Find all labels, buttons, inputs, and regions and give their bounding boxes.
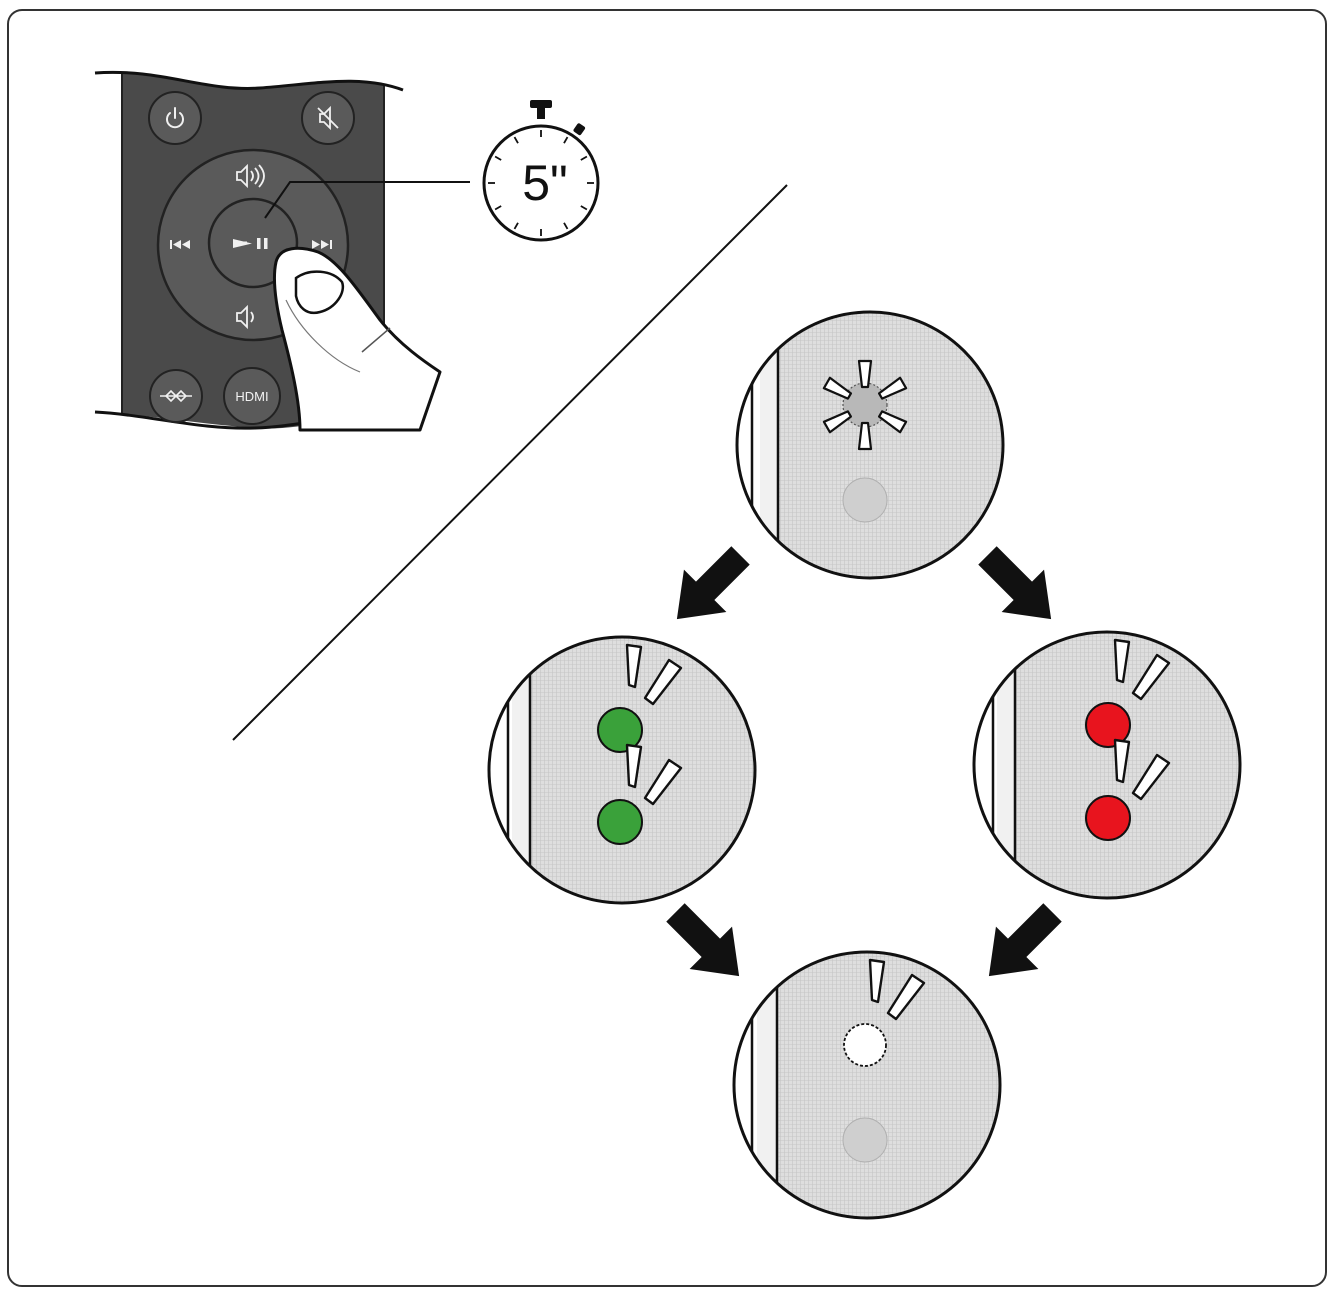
led-state-final <box>732 950 1002 1220</box>
mute-button[interactable] <box>301 91 355 145</box>
next-track-button[interactable] <box>312 240 332 249</box>
play-pause-icon <box>233 238 268 249</box>
divider-line <box>232 184 788 741</box>
top-led-red <box>1085 702 1131 748</box>
top-led-green <box>597 707 643 753</box>
timer-label: 5" <box>522 155 568 211</box>
top-led-blinking <box>842 382 888 428</box>
stopwatch-tick <box>563 136 569 144</box>
volume-up-icon <box>236 163 265 189</box>
previous-track-button[interactable] <box>170 240 190 249</box>
led-state-initial <box>735 310 1005 580</box>
stopwatch-icon <box>482 100 600 242</box>
stopwatch-tick <box>563 222 569 230</box>
remote-control: HDMI <box>94 70 470 432</box>
stopwatch-tick <box>580 155 588 161</box>
skip-forward-icon <box>312 240 332 249</box>
power-button[interactable] <box>148 91 202 145</box>
hdmi-button[interactable]: HDMI <box>223 367 281 425</box>
stopwatch-tick <box>580 205 588 211</box>
top-led-blinking-off <box>843 1023 887 1067</box>
led-state-failure <box>972 630 1242 900</box>
optical-input-button[interactable] <box>149 369 203 423</box>
bottom-led-off <box>842 477 888 523</box>
finger-pressing <box>272 246 442 432</box>
volume-down-icon <box>236 304 254 330</box>
leader-line <box>264 181 470 219</box>
stopwatch-tick <box>494 155 502 161</box>
speaker-mute-icon <box>317 105 339 131</box>
optical-icon <box>160 389 192 403</box>
stopwatch-tick <box>494 205 502 211</box>
bottom-led-off <box>842 1117 888 1163</box>
volume-down-button[interactable] <box>236 304 254 330</box>
skip-back-icon <box>170 240 190 249</box>
volume-up-button[interactable] <box>236 163 265 189</box>
bottom-led-green <box>597 799 643 845</box>
stopwatch-tick <box>513 222 519 230</box>
stopwatch-tick <box>513 136 519 144</box>
hdmi-label: HDMI <box>235 389 268 404</box>
stopwatch: 5" <box>482 100 600 242</box>
bottom-led-red <box>1085 795 1131 841</box>
led-state-success <box>487 635 757 905</box>
power-icon <box>166 107 184 129</box>
